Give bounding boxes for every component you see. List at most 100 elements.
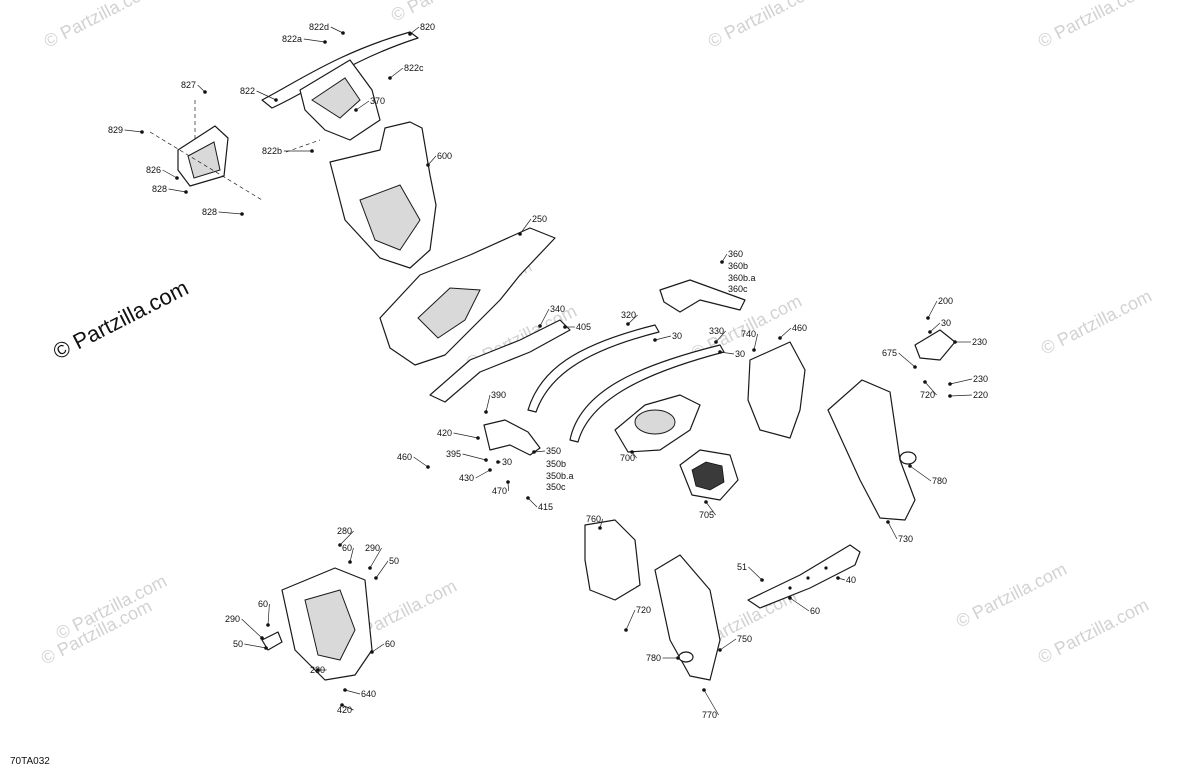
callout-label: 829: [108, 125, 123, 135]
leader-line: [887, 521, 898, 540]
callout-label: 60: [258, 599, 268, 609]
fastener-dot: [476, 436, 480, 440]
fastener-dot: [624, 628, 628, 632]
fastener-dot: [488, 468, 492, 472]
fastener-dot: [506, 480, 510, 484]
fastener-dot: [484, 410, 488, 414]
fastener-dot: [388, 76, 392, 80]
callout-label: 250: [532, 214, 547, 224]
watermark: © Partzilla.com: [1035, 595, 1152, 668]
callout-label: 415: [538, 502, 553, 512]
callout-label: 405: [576, 322, 591, 332]
watermark: © Partzilla.com: [1038, 286, 1155, 359]
callout-label: 740: [741, 329, 756, 339]
fastener-dot: [704, 500, 708, 504]
leader-line: [703, 689, 719, 716]
leader-line: [371, 643, 385, 653]
fastener-dot: [538, 324, 542, 328]
leader-line: [627, 314, 638, 325]
leader-line: [779, 327, 792, 339]
callout-label: 827: [181, 80, 196, 90]
fastener-dot: [886, 520, 890, 524]
diagram-code: 70TA032: [10, 756, 50, 767]
callout-label: 750: [737, 634, 752, 644]
fastener-dot: [923, 380, 927, 384]
fastener-dot: [266, 623, 270, 627]
fastener-dot: [532, 450, 536, 454]
callout-label: 430: [459, 473, 474, 483]
fastener-dot: [184, 190, 188, 194]
gauge-705: [679, 449, 739, 501]
leader-line: [475, 469, 491, 479]
fastener-dot: [274, 98, 278, 102]
leader-line: [949, 394, 973, 397]
callout-label: 360b: [728, 261, 748, 271]
fastener-dot: [676, 656, 680, 660]
callout-label: 720: [636, 605, 651, 615]
callout-label: 290: [365, 543, 380, 553]
fastener-dot: [718, 350, 722, 354]
callout-label: 470: [492, 486, 507, 496]
leader-line: [168, 188, 187, 193]
leader-line: [267, 603, 270, 626]
callout-label: 320: [621, 310, 636, 320]
leader-line: [344, 689, 361, 695]
leader-line: [929, 322, 941, 333]
callout-label: 420: [437, 428, 452, 438]
callout-label: 60: [342, 543, 352, 553]
fastener-dot: [908, 464, 912, 468]
dash-line-829: [149, 131, 263, 201]
fastener-dot: [778, 336, 782, 340]
bracket-200: [914, 329, 956, 361]
watermark-large: © Partzilla.com: [49, 275, 192, 365]
leader-line: [413, 456, 429, 468]
fastener-dot: [760, 578, 764, 582]
leader-line: [753, 333, 758, 351]
dash-panel-250: [379, 227, 556, 366]
callout-label: 350c: [546, 482, 566, 492]
leader-line: [462, 453, 487, 461]
callout-label: 460: [792, 323, 807, 333]
fastener-dot: [408, 32, 412, 36]
callout-label: 60: [385, 639, 395, 649]
panel-760: [584, 519, 641, 601]
leader-line: [427, 155, 437, 166]
callout-label: 822: [240, 86, 255, 96]
callout-label: 350b.a: [546, 471, 574, 481]
callout-label: 390: [491, 390, 506, 400]
leader-line: [330, 26, 344, 34]
leader-line: [124, 129, 143, 133]
callout-label: 51: [737, 562, 747, 572]
callout-label: 50: [389, 556, 399, 566]
fastener-dot: [374, 576, 378, 580]
watermark: © Partzilla.com: [41, 0, 158, 52]
fastener-dot: [718, 648, 722, 652]
leader-line: [341, 704, 354, 711]
callout-label: 40: [846, 575, 856, 585]
callout-label: 350: [546, 446, 561, 456]
fastener-dot: [341, 31, 345, 35]
callout-label: 760: [586, 514, 601, 524]
leader-line: [898, 352, 916, 368]
fastener-dot: [370, 650, 374, 654]
watermark: © Partzilla.com: [705, 0, 822, 52]
fastener-dot: [630, 450, 634, 454]
leader-line: [256, 90, 277, 101]
leader-line: [303, 38, 326, 43]
leader-line: [375, 560, 389, 579]
watermark: © Partzilla.com: [388, 0, 505, 26]
leader-line: [485, 394, 491, 413]
fastener-dot: [948, 382, 952, 386]
leader-line: [409, 26, 420, 35]
leader-line: [539, 308, 550, 327]
fastener-dot: [518, 232, 522, 236]
leader-line: [949, 378, 973, 385]
leader-line: [241, 618, 263, 639]
leader-line: [389, 67, 404, 79]
leader-line: [909, 465, 932, 482]
leader-line: [654, 335, 672, 341]
leader-line: [369, 547, 382, 569]
callout-label: 822b: [262, 146, 282, 156]
callout-label: 640: [361, 689, 376, 699]
